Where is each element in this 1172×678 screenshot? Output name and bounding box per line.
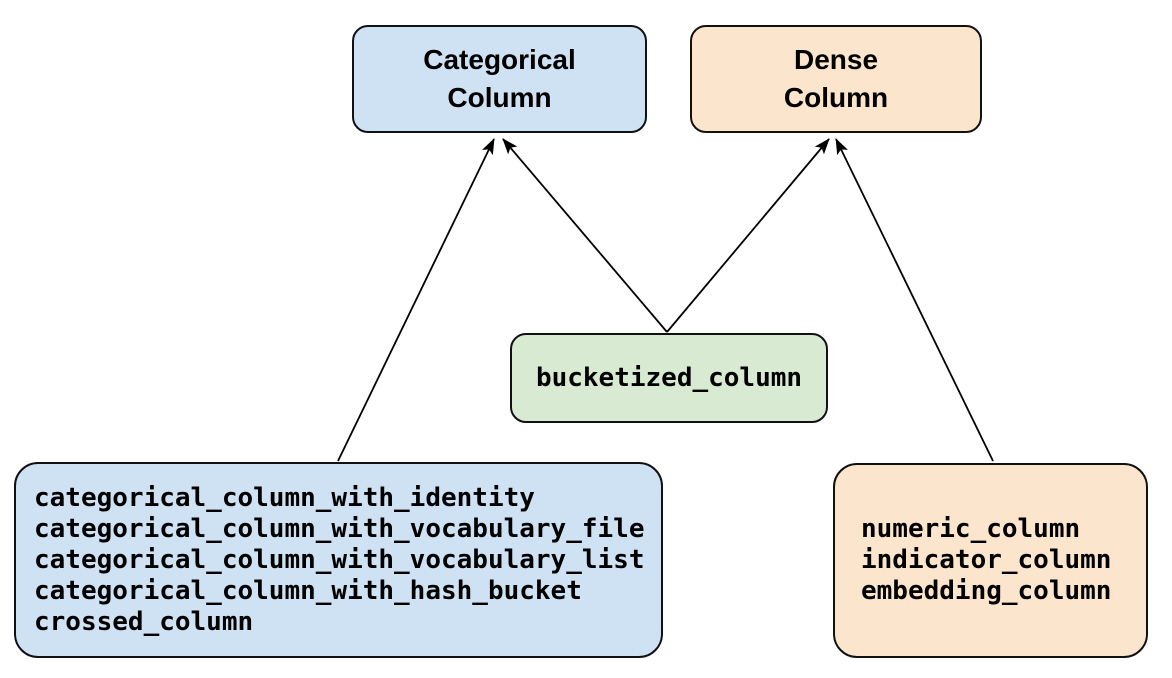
node-dense-column: Dense Column	[690, 25, 982, 133]
dense-functions-list: numeric_column indicator_column embeddin…	[861, 514, 1111, 607]
list-item: categorical_column_with_hash_bucket	[34, 575, 582, 606]
arrow-denselist-to-dense	[835, 138, 994, 462]
node-dense-functions: numeric_column indicator_column embeddin…	[833, 463, 1148, 658]
categorical-functions-list: categorical_column_with_identity categor…	[34, 483, 644, 638]
node-categorical-column: Categorical Column	[352, 25, 647, 133]
arrow-catlist-to-categorical	[337, 138, 495, 462]
list-item: crossed_column	[34, 606, 254, 637]
list-item: categorical_column_with_vocabulary_list	[34, 544, 645, 575]
node-bucketized-column: bucketized_column	[510, 333, 828, 423]
list-item: embedding_column	[861, 576, 1112, 606]
list-item: categorical_column_with_identity	[34, 482, 535, 513]
list-item: indicator_column	[861, 545, 1112, 575]
list-item: numeric_column	[861, 514, 1081, 544]
arrow-bucketized-to-categorical	[502, 138, 668, 333]
arrow-bucketized-to-dense	[666, 138, 830, 333]
list-item: categorical_column_with_vocabulary_file	[34, 513, 645, 544]
node-categorical-functions: categorical_column_with_identity categor…	[14, 462, 663, 658]
